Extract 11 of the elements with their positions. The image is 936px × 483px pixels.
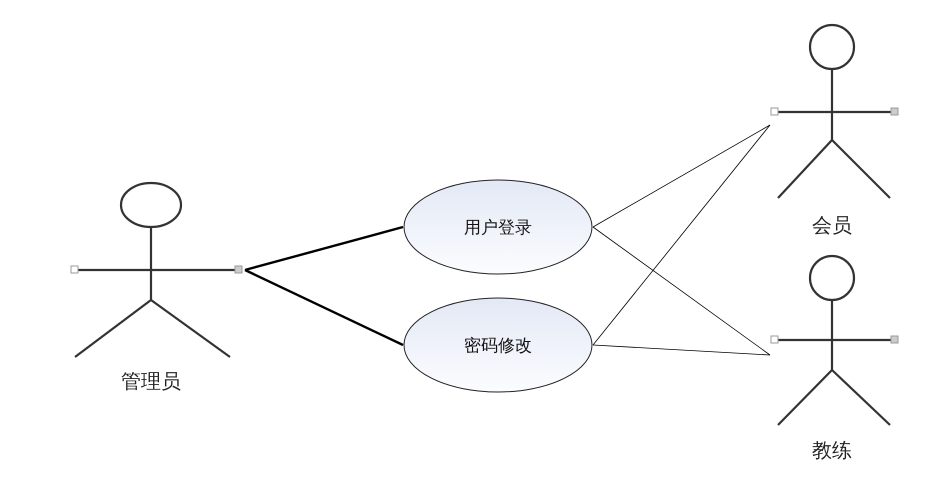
association-line [592,344,770,356]
use-case-ellipse: 用户登录 [403,179,593,275]
association-line [244,268,404,346]
use-case-ellipse: 密码修改 [403,297,593,393]
actor-name: 教练 [812,437,852,464]
association-line [592,124,770,228]
association-line [592,124,770,346]
actor-name: 会员 [812,212,852,239]
association-line [592,226,770,356]
actor-name: 管理员 [121,368,181,395]
association-line [244,226,404,272]
